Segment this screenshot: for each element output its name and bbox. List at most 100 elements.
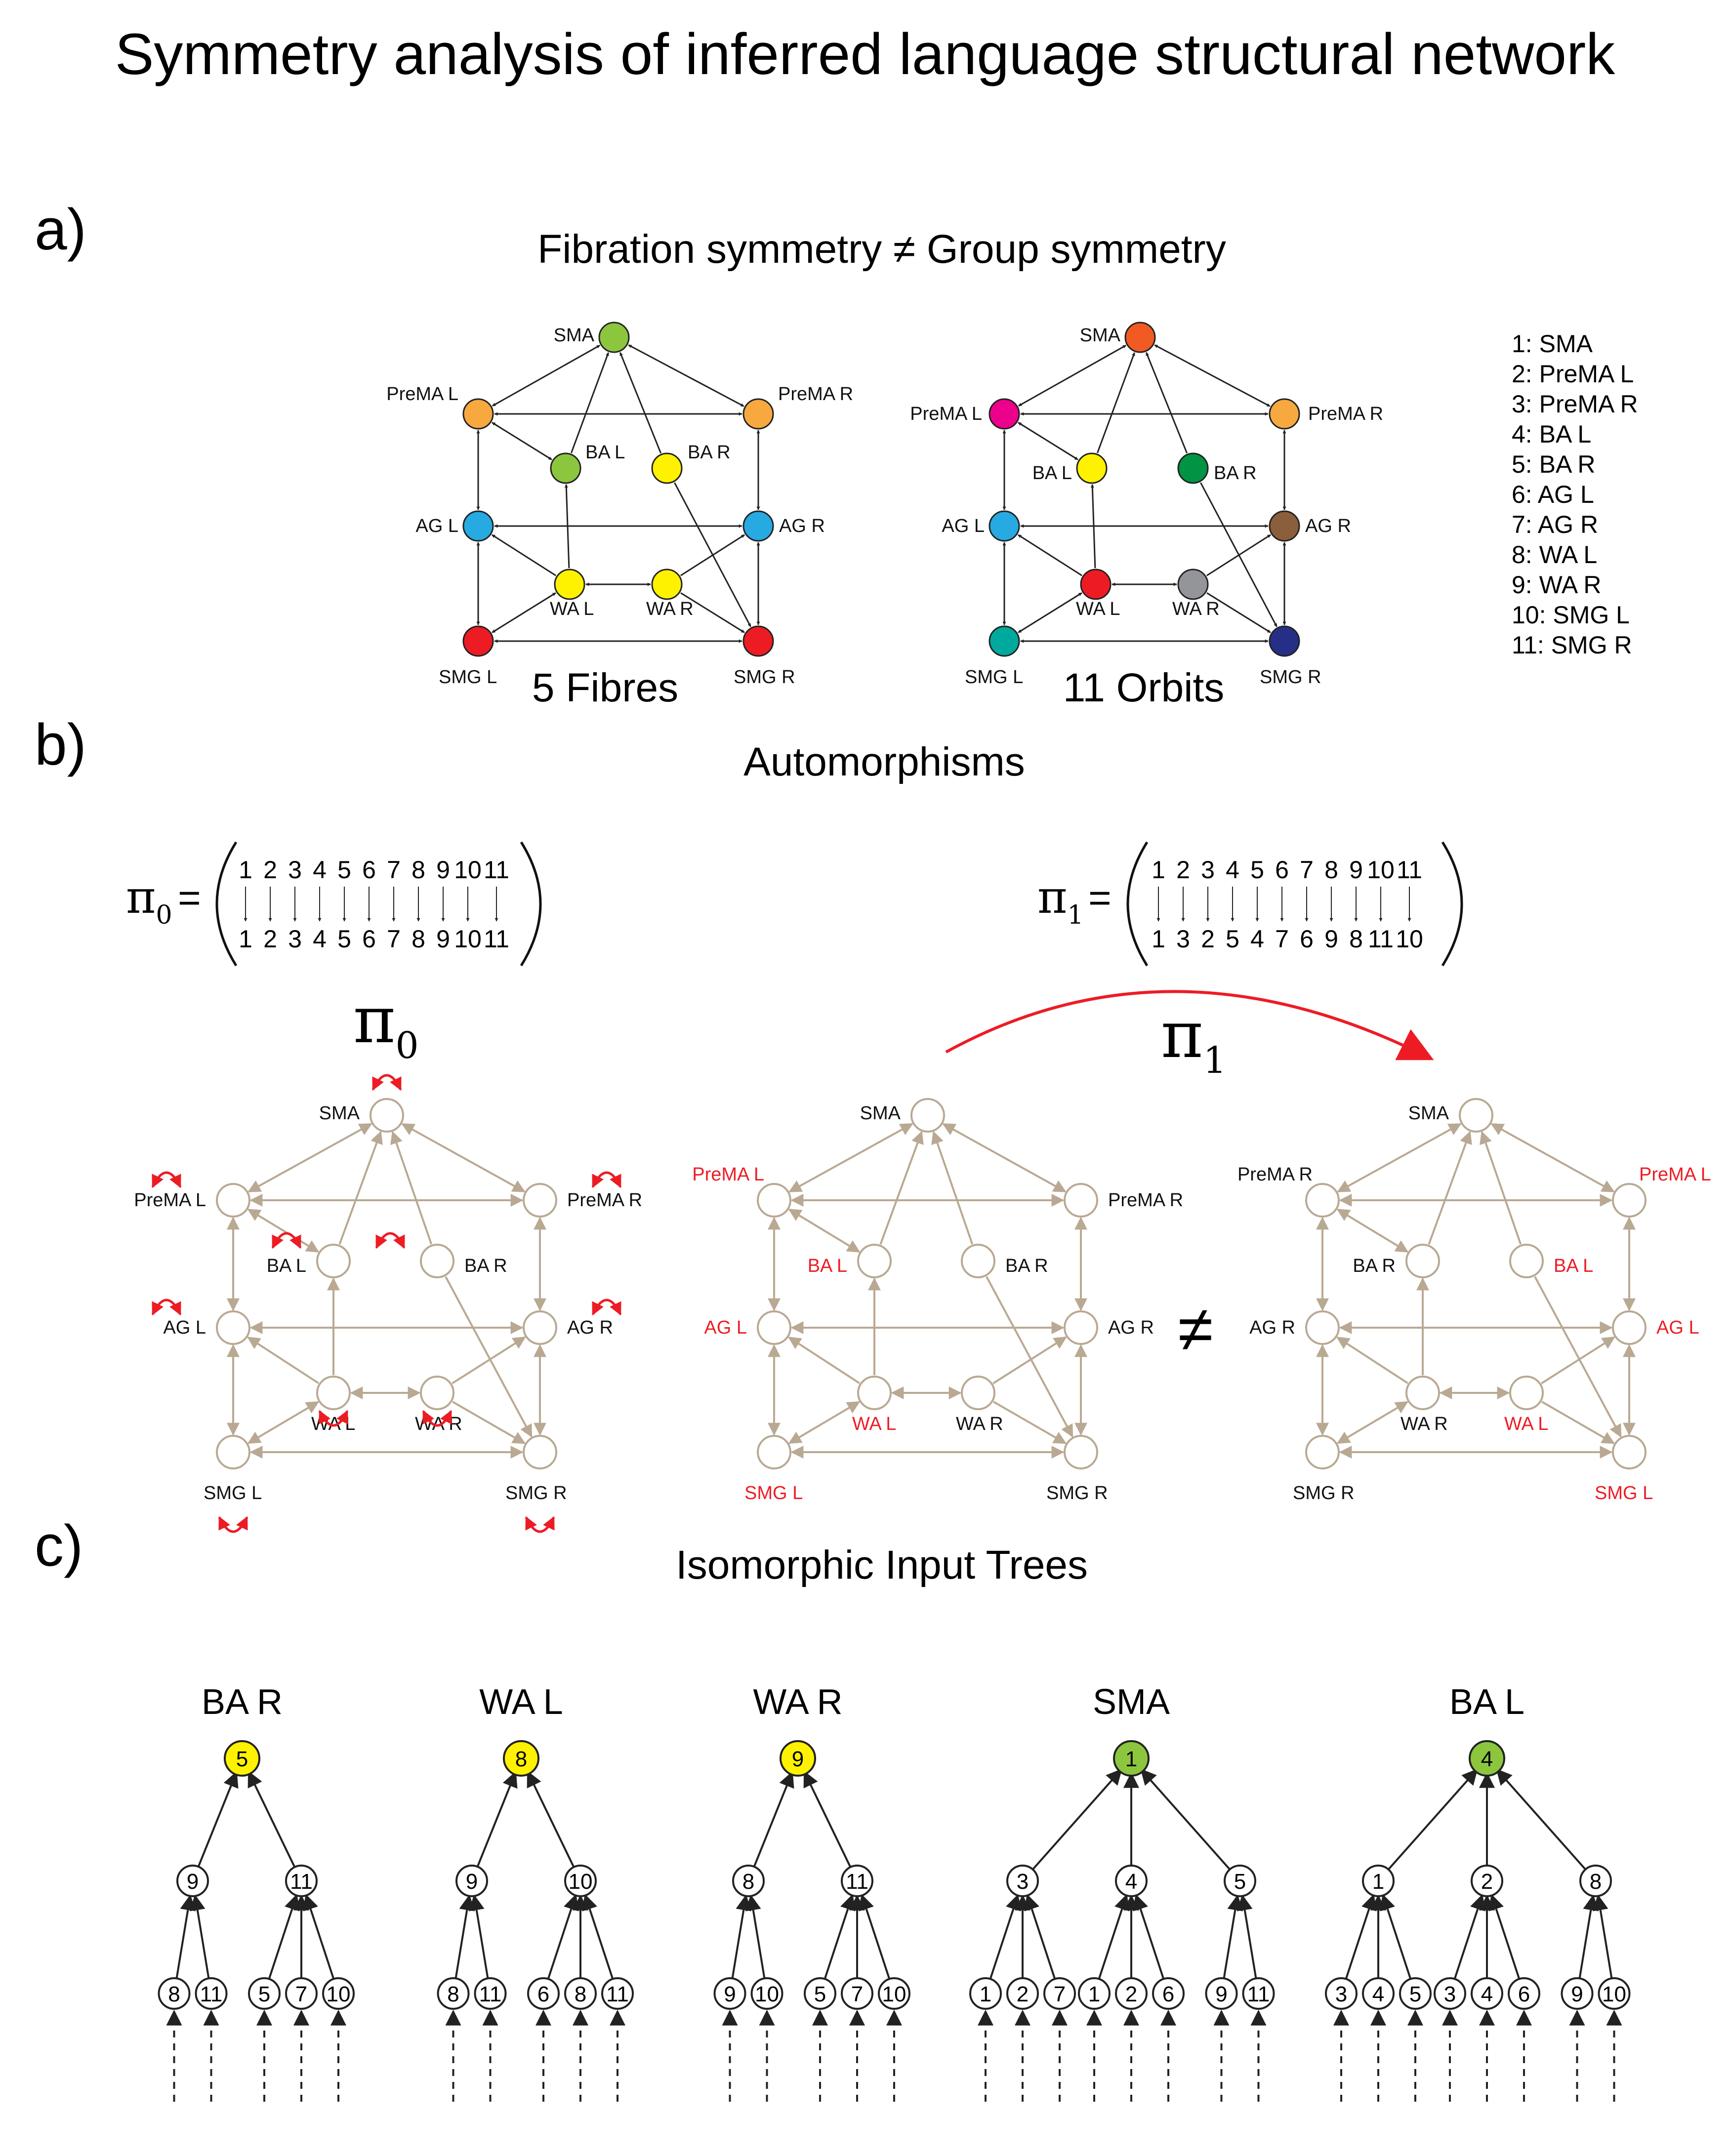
tree-label: SMA (1093, 1682, 1170, 1722)
perm-top-value: 6 (1275, 856, 1289, 884)
node-label-bar: BA R (1005, 1256, 1048, 1276)
tree-leaf-number: 3 (1444, 1982, 1456, 2006)
network-edge (1336, 1208, 1409, 1253)
node-agl (216, 1310, 250, 1345)
node-bal (1076, 452, 1108, 484)
pi1-large-label: π1 (1161, 997, 1227, 1082)
tree-leaf-number: 1 (1088, 1982, 1100, 2006)
tree-leaf-number: 9 (1571, 1982, 1583, 2006)
tree-leaf-node (969, 1977, 1002, 2010)
tree-leaf-number: 11 (606, 1982, 629, 2006)
tree-node (1006, 1865, 1039, 1897)
network-edge (1541, 1401, 1615, 1444)
perm-top-value: 8 (412, 856, 425, 884)
tree-leaf-node (1078, 1977, 1111, 2010)
network-edge (390, 1131, 433, 1245)
tree-leaf-node (804, 1977, 836, 2010)
node-label-war: WA R (415, 1414, 462, 1434)
tree-edge (454, 1894, 475, 1979)
tree-root-number: 1 (1125, 1747, 1137, 1771)
perm-bottom-value: 9 (1324, 925, 1338, 953)
node-smgr (1269, 625, 1300, 657)
tree-edge (989, 1894, 1021, 1980)
node-premar (742, 398, 774, 430)
node-agr (523, 1310, 557, 1345)
panel-c-letter: c) (35, 1513, 83, 1579)
node-war (420, 1376, 454, 1410)
node-label-smgr: SMG R (505, 1483, 567, 1504)
tree-node (732, 1865, 765, 1897)
node-smgl (1305, 1435, 1340, 1469)
node-smgl (757, 1435, 791, 1469)
node-agr (1612, 1310, 1647, 1345)
perm-bottom-value: 4 (313, 925, 327, 953)
perm-top-value: 9 (1349, 856, 1363, 884)
legend-item: 6: AG L (1512, 481, 1594, 508)
node-premal (1305, 1183, 1340, 1218)
node-label-wal: WA L (550, 599, 594, 619)
perm-top-value: 4 (1226, 856, 1239, 884)
network-edge (788, 1401, 861, 1444)
network-edge (1018, 422, 1078, 460)
node-smgr (1612, 1435, 1647, 1469)
tree-edge (1236, 1894, 1257, 1979)
tree-node (564, 1865, 597, 1897)
perm-bottom-value: 11 (1368, 925, 1394, 953)
panel-a-heading: Fibration symmetry ≠ Group symmetry (537, 227, 1226, 272)
tree-root-number: 9 (792, 1747, 804, 1771)
node-label-bal: BA L (585, 442, 625, 463)
node-sma (598, 322, 630, 353)
tree-leaf-number: 7 (1054, 1982, 1066, 2006)
perm-top-value: 2 (263, 856, 277, 884)
tree-node (1115, 1865, 1148, 1897)
self-loop-wal (318, 1410, 349, 1427)
perm-bottom-value: 2 (1201, 925, 1215, 953)
perm-bottom-value: 1 (1152, 925, 1165, 953)
tree-node-number: 4 (1125, 1870, 1137, 1894)
node-bar (1177, 452, 1209, 484)
node-sma (1459, 1098, 1493, 1133)
node-wal (316, 1376, 351, 1410)
tree-node (1471, 1865, 1503, 1897)
perm-bottom-value: 8 (412, 925, 425, 953)
network-edge (452, 1401, 526, 1444)
perm-bottom-value: 10 (1396, 925, 1423, 953)
network-edge (628, 344, 744, 407)
tree-edge (1223, 1894, 1243, 1979)
tree-label: WA R (753, 1682, 842, 1722)
tree-leaf-node (527, 1977, 560, 2010)
tree-root-number: 5 (236, 1747, 248, 1771)
node-premal (757, 1183, 791, 1218)
tree-node-number: 8 (1590, 1870, 1602, 1894)
node-label-agl: AG L (704, 1317, 747, 1338)
perm-top-value: 3 (288, 856, 302, 884)
network-edge (674, 482, 751, 627)
tree-edge (1032, 1768, 1122, 1871)
network-edge (1145, 352, 1188, 453)
tree-leaf-number: 10 (755, 1982, 779, 2006)
tree-root-number: 4 (1481, 1747, 1493, 1771)
node-agl (989, 510, 1020, 542)
node-label-smgl: SMG R (1293, 1483, 1355, 1504)
tree-edge (1140, 1768, 1231, 1871)
node-agr (742, 510, 774, 542)
tree-edge (1592, 1894, 1613, 1979)
network-edge (571, 352, 609, 453)
node-war (651, 569, 683, 600)
tree-node-number: 3 (1017, 1870, 1029, 1894)
tree-leaf-node (1471, 1977, 1503, 2010)
node-wal (554, 569, 585, 600)
right-paren (1441, 841, 1463, 967)
tree-edge (527, 1771, 575, 1868)
node-label-bal: BA L (267, 1256, 306, 1276)
perm-bottom-value: 3 (288, 925, 302, 953)
tree-label: BA R (202, 1682, 283, 1722)
tree-leaf-number: 4 (1481, 1982, 1493, 2006)
tree-leaf-number: 9 (1215, 1982, 1227, 2006)
tree-leaf-node (285, 1977, 318, 2010)
perm-top-value: 11 (1397, 856, 1422, 884)
